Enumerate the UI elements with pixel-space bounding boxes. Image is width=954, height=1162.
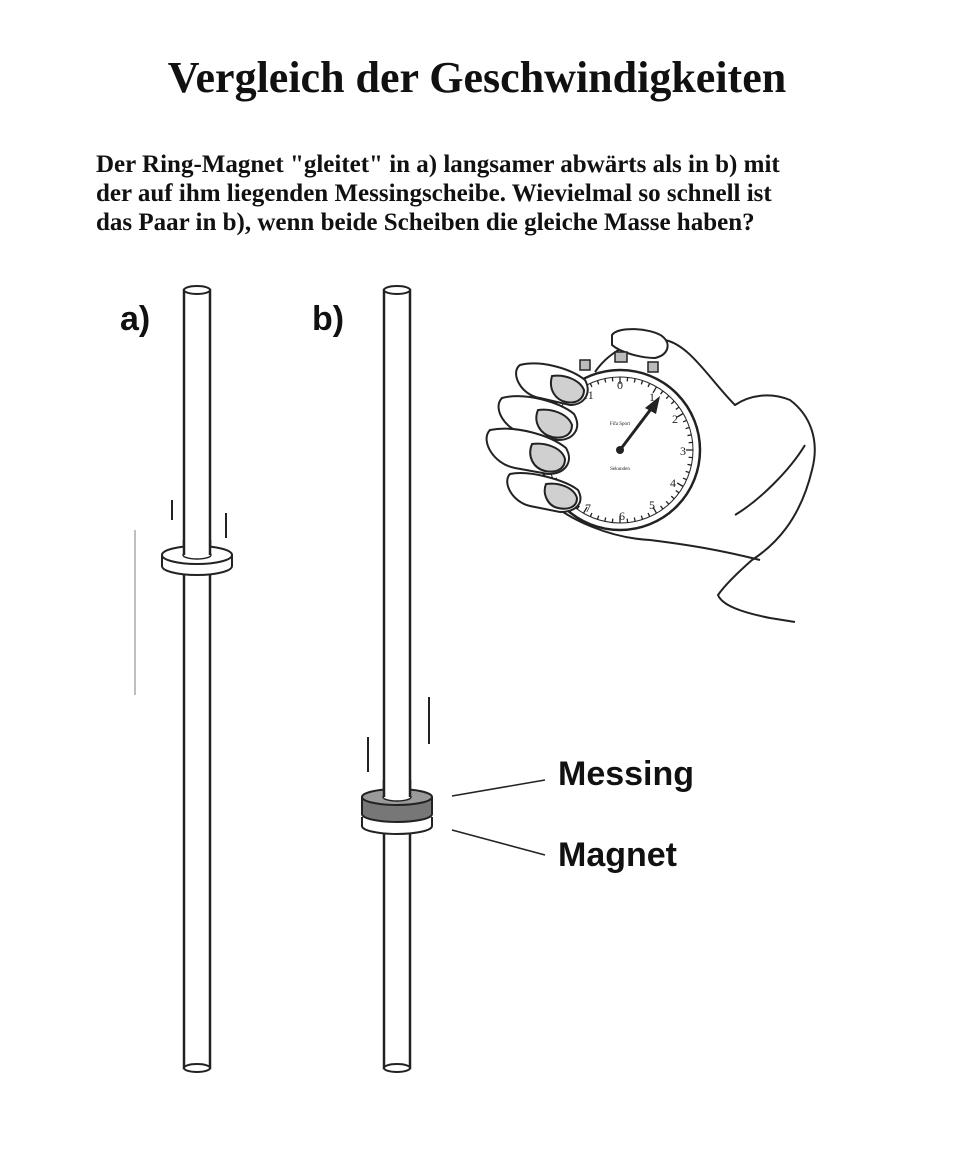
dial-tick xyxy=(665,395,670,400)
label-b: b) xyxy=(312,300,345,338)
dial-tick xyxy=(633,378,636,383)
dial-tick xyxy=(640,515,644,520)
dial-tick xyxy=(582,506,588,514)
leader-line-messing xyxy=(451,779,546,797)
dial-number-11: 11 xyxy=(582,388,594,402)
label-magnet: Magnet xyxy=(558,836,677,874)
dial-tick xyxy=(604,517,607,522)
dial-number-6: 6 xyxy=(619,509,625,523)
motion-lines-a xyxy=(134,500,227,695)
hand-icon xyxy=(549,328,816,623)
dial-tick xyxy=(675,406,680,410)
stopwatch-brand: Fifa Sport xyxy=(610,422,631,427)
dial-tick xyxy=(640,380,644,385)
dial-tick xyxy=(652,386,658,394)
dial-tick xyxy=(687,463,692,466)
dial-tick xyxy=(670,495,675,500)
dial-tick xyxy=(596,380,600,385)
dial-tick xyxy=(676,412,684,418)
motion-lines-b xyxy=(367,697,430,772)
dial-number-0: 0 xyxy=(617,378,623,392)
dial-number-1: 1 xyxy=(649,390,655,404)
dial-tick xyxy=(652,506,658,514)
dial-tick xyxy=(589,383,593,388)
dial-tick xyxy=(670,400,675,405)
dial-tick xyxy=(660,505,664,510)
question-line-1: Der Ring-Magnet "gleitet" in a) langsame… xyxy=(96,151,780,178)
page-title: Vergleich der Geschwindigkeiten xyxy=(167,53,787,102)
question-line-2: der auf ihm liegenden Messingscheibe. Wi… xyxy=(96,180,772,207)
dial-number-7: 7 xyxy=(585,501,591,515)
dial-number-2: 2 xyxy=(672,412,678,426)
dial-tick xyxy=(675,490,680,494)
dial-number-5: 5 xyxy=(649,498,655,512)
question-text: Der Ring-Magnet "gleitet" in a) langsame… xyxy=(96,150,916,237)
dial-tick xyxy=(685,426,690,430)
dial-tick xyxy=(676,482,684,488)
dial-tick xyxy=(647,383,651,388)
dial-tick xyxy=(687,434,692,437)
leader-line-magnet xyxy=(451,829,546,856)
rod-a xyxy=(182,285,212,1073)
dial-tick xyxy=(604,378,607,383)
dial-tick xyxy=(596,515,600,520)
ring-brass-b xyxy=(361,780,433,823)
dial-tick xyxy=(589,512,593,517)
label-messing: Messing xyxy=(558,755,695,793)
fingers-icon xyxy=(485,362,589,514)
dial-tick xyxy=(682,419,687,423)
ring-magnet-a xyxy=(161,540,233,576)
dial-tick xyxy=(682,477,687,481)
label-a: a) xyxy=(120,300,151,338)
dial-tick xyxy=(633,517,636,522)
dial-tick xyxy=(665,500,670,505)
dial-number-4: 4 xyxy=(670,476,676,490)
rod-b xyxy=(382,285,412,1073)
dial-tick xyxy=(647,512,651,517)
question-line-3: das Paar in b), wenn beide Scheiben die … xyxy=(96,209,755,236)
dial-tick xyxy=(685,470,690,474)
dial-tick xyxy=(660,390,664,395)
dial-number-3: 3 xyxy=(680,444,686,458)
dial-tick xyxy=(576,505,580,510)
stopwatch-unit: Sekunden xyxy=(610,467,630,472)
